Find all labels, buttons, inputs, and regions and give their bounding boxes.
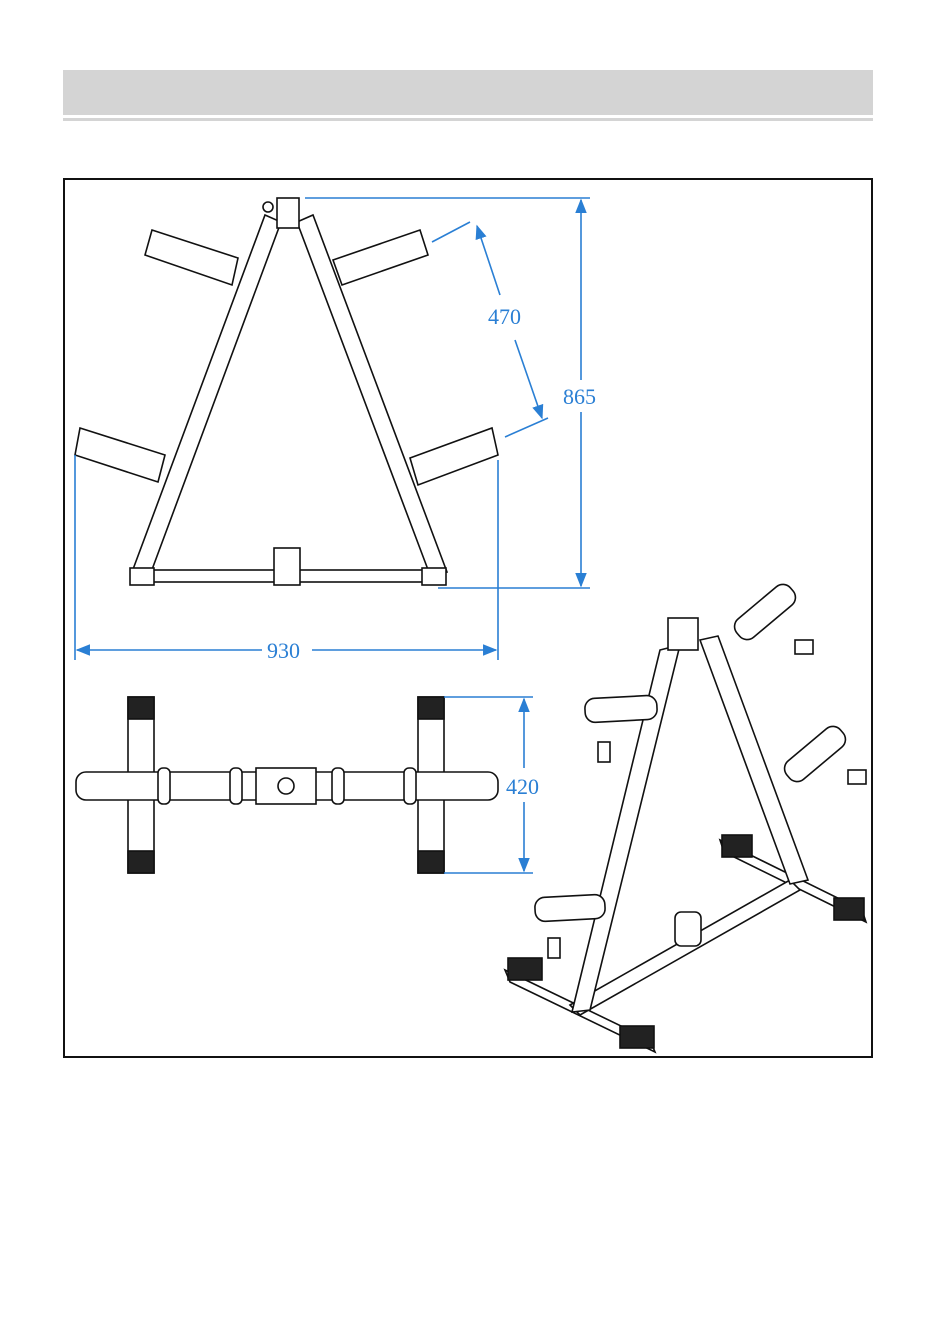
right-foot bbox=[422, 568, 446, 585]
top-clamp bbox=[277, 198, 299, 228]
collar-4 bbox=[404, 768, 416, 804]
iso-horn-3 bbox=[730, 580, 799, 643]
iso-clip-2 bbox=[548, 938, 560, 958]
dim-height: 865 bbox=[563, 384, 596, 409]
center-knob bbox=[278, 778, 294, 794]
iso-foot-4 bbox=[834, 898, 864, 920]
iso-foot-2 bbox=[620, 1026, 654, 1048]
iso-horn-4 bbox=[780, 722, 849, 785]
isometric-view bbox=[505, 580, 866, 1052]
collar-3 bbox=[158, 768, 170, 804]
lower-left-horn bbox=[75, 428, 165, 482]
iso-socket bbox=[675, 912, 701, 946]
iso-top-clamp bbox=[668, 618, 698, 650]
base-socket bbox=[274, 548, 300, 585]
left-cap-bottom bbox=[128, 851, 154, 873]
upper-right-horn bbox=[333, 230, 428, 285]
dim-depth: 420 bbox=[506, 774, 539, 799]
iso-clip-3 bbox=[795, 640, 813, 654]
right-cap-top bbox=[418, 697, 444, 719]
iso-clip-1 bbox=[598, 742, 610, 762]
iso-foot-1 bbox=[508, 958, 542, 980]
left-cap-top bbox=[128, 697, 154, 719]
top-view bbox=[76, 697, 498, 873]
front-view bbox=[75, 198, 498, 585]
iso-clip-4 bbox=[848, 770, 866, 784]
iso-horn-1 bbox=[584, 695, 657, 723]
top-knob bbox=[263, 202, 273, 212]
dim-arm-spacing: 470 bbox=[488, 304, 521, 329]
right-cap-bottom bbox=[418, 851, 444, 873]
dim-width: 930 bbox=[267, 638, 300, 663]
upper-left-horn bbox=[145, 230, 238, 285]
lower-right-horn bbox=[410, 428, 498, 485]
iso-foot-3 bbox=[722, 835, 752, 857]
iso-horn-2 bbox=[534, 894, 605, 922]
collar-2 bbox=[332, 768, 344, 804]
left-foot bbox=[130, 568, 154, 585]
collar-1 bbox=[230, 768, 242, 804]
